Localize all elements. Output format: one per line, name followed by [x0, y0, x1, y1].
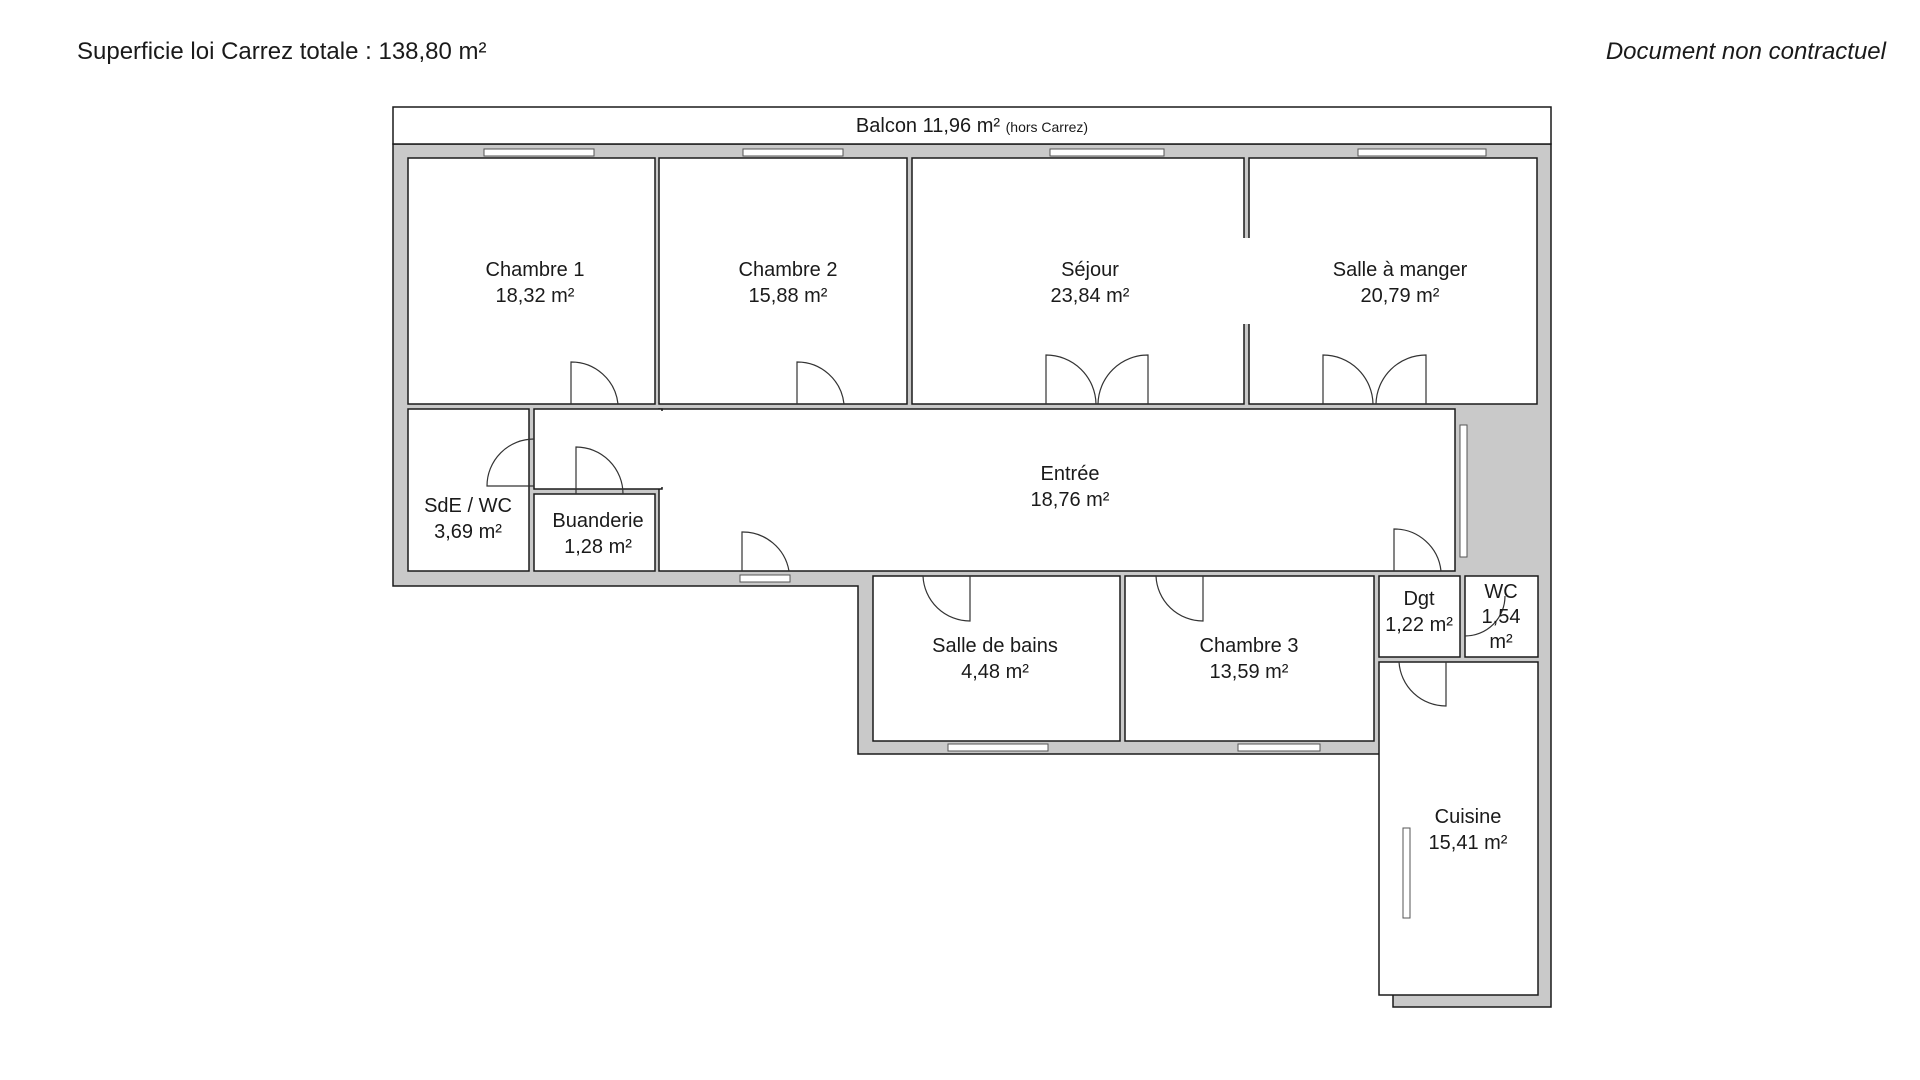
- room-chambre-3: [1124, 575, 1375, 742]
- door-salle-de-bains: [922, 575, 971, 622]
- room-buanderie: [533, 493, 656, 572]
- room-area-dgt: 1,22 m²: [1385, 614, 1453, 636]
- door-wc: [1464, 595, 1506, 637]
- room-name-sejour: Séjour: [1061, 259, 1119, 281]
- room-area-salle-de-bains: 4,48 m²: [961, 661, 1029, 683]
- room-name-cuisine: Cuisine: [1435, 806, 1502, 828]
- room-area-entree: 18,76 m²: [1031, 489, 1110, 511]
- window-chambre-1: [483, 148, 595, 157]
- window-salle-a-manger: [1357, 148, 1487, 157]
- room-chambre-1: [407, 157, 656, 405]
- doors: [486, 354, 1506, 707]
- door-sde-wc: [486, 438, 535, 487]
- room-name-chambre-2: Chambre 2: [739, 259, 838, 281]
- room-area-buanderie: 1,28 m²: [564, 536, 632, 558]
- room-name-entree: Entrée: [1041, 463, 1100, 485]
- room-dgt: [1378, 575, 1461, 658]
- labels: Balcon 11,96 m² (hors Carrez) Chambre 1 …: [424, 115, 1520, 854]
- room-area-unit-wc: m²: [1489, 631, 1513, 653]
- room-name-wc: WC: [1484, 581, 1517, 603]
- room-area-chambre-1: 18,32 m²: [496, 285, 575, 307]
- room-entree-link: [533, 408, 663, 490]
- room-chambre-2: [658, 157, 908, 405]
- door-cuisine: [1398, 661, 1447, 707]
- window-sejour: [1049, 148, 1165, 157]
- door-buanderie: [575, 446, 624, 495]
- room-area-salle-a-manger: 20,79 m²: [1361, 285, 1440, 307]
- disclaimer-label: Document non contractuel: [1605, 38, 1886, 65]
- room-name-buanderie: Buanderie: [552, 510, 643, 532]
- room-sde-wc: [407, 408, 530, 572]
- room-wc: [1464, 575, 1539, 658]
- total-area-label: Superficie loi Carrez totale : 138,80 m²: [77, 38, 487, 65]
- door-chambre-2: [796, 361, 845, 405]
- room-area-chambre-2: 15,88 m²: [749, 285, 828, 307]
- window-chambre-2: [742, 148, 844, 157]
- room-name-chambre-3: Chambre 3: [1200, 635, 1299, 657]
- door-chambre-1: [570, 361, 619, 405]
- room-area-wc: 1,54: [1482, 606, 1521, 628]
- door-entree-main: [741, 531, 790, 572]
- room-name-salle-a-manger: Salle à manger: [1333, 259, 1468, 281]
- room-name-salle-de-bains: Salle de bains: [932, 635, 1058, 657]
- room-area-sde-wc: 3,69 m²: [434, 521, 502, 543]
- room-name-dgt: Dgt: [1403, 588, 1435, 610]
- door-dgt: [1393, 528, 1442, 572]
- room-area-sejour: 23,84 m²: [1051, 285, 1130, 307]
- balcony: [392, 106, 1552, 145]
- window-salle-de-bains: [947, 743, 1049, 752]
- room-salle-a-manger: [1248, 157, 1538, 405]
- opening-sejour-salle: [1242, 238, 1252, 324]
- room-name-sde-wc: SdE / WC: [424, 495, 512, 517]
- window-chambre-3: [1237, 743, 1321, 752]
- windows: [483, 148, 1487, 919]
- room-name-chambre-1: Chambre 1: [486, 259, 585, 281]
- window-cuisine: [1402, 827, 1411, 919]
- window-entree-bottom: [739, 574, 791, 583]
- rooms: [407, 157, 1539, 996]
- room-entree: [658, 408, 1456, 572]
- opening-entree-link: [656, 411, 664, 487]
- door-salle-a-manger: [1322, 354, 1427, 405]
- room-area-cuisine: 15,41 m²: [1429, 832, 1508, 854]
- room-salle-de-bains: [872, 575, 1121, 742]
- room-area-chambre-3: 13,59 m²: [1210, 661, 1289, 683]
- door-chambre-3: [1155, 575, 1204, 622]
- window-entree-right: [1459, 424, 1468, 558]
- balcony-label: Balcon 11,96 m² (hors Carrez): [856, 115, 1088, 137]
- door-sejour: [1045, 354, 1149, 405]
